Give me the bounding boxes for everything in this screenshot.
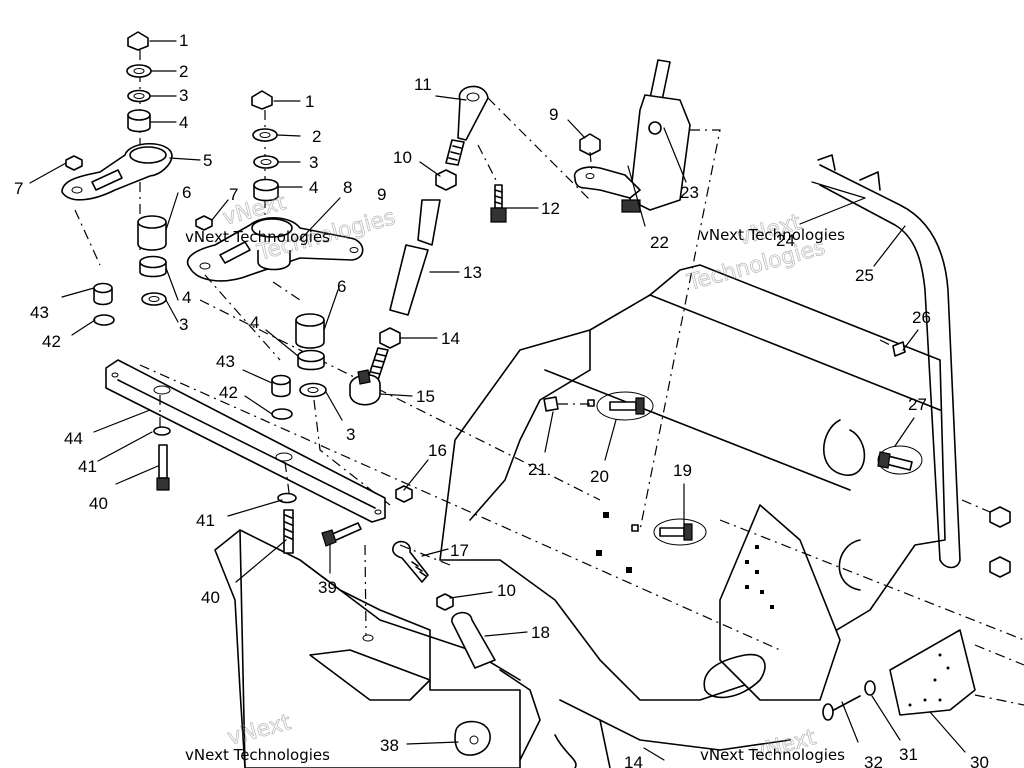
callout-2: 2 <box>179 62 188 81</box>
watermark: vNext Technologies <box>700 226 845 244</box>
steering-post-tube <box>817 154 961 569</box>
callout-8: 8 <box>343 178 352 197</box>
callout-24: 24 <box>776 231 795 250</box>
callout-14: 14 <box>441 329 460 348</box>
leader-lines <box>29 40 966 761</box>
callout-11: 11 <box>414 75 432 94</box>
callout-12: 12 <box>541 199 560 218</box>
chassis-frame <box>139 264 1024 768</box>
callout-3: 3 <box>179 315 188 334</box>
callout-6: 6 <box>337 277 346 296</box>
callout-13: 13 <box>463 263 482 282</box>
callout-23: 23 <box>680 183 699 202</box>
callout-40: 40 <box>201 588 220 607</box>
callout-27: 27 <box>908 395 927 414</box>
frame-holes <box>596 512 774 609</box>
callout-16: 16 <box>428 441 447 460</box>
callout-41: 41 <box>78 457 97 476</box>
callout-32: 32 <box>864 753 883 768</box>
callout-2: 2 <box>312 127 321 146</box>
steering-column-bracket <box>573 59 721 531</box>
tie-rod-assembly <box>349 85 591 406</box>
callout-43: 43 <box>216 352 235 371</box>
callout-26: 26 <box>912 308 931 327</box>
callout-6: 6 <box>182 183 191 202</box>
callout-41: 41 <box>196 511 215 530</box>
callout-44: 44 <box>64 429 83 448</box>
pitman-arm-stack-right <box>186 90 391 506</box>
callout-30: 30 <box>970 753 989 768</box>
watermark: vNext Technologies <box>185 228 330 246</box>
side-bracket <box>822 629 1024 721</box>
callout-1: 1 <box>179 31 188 50</box>
callout-3: 3 <box>309 153 318 172</box>
callout-18: 18 <box>531 623 550 642</box>
callout-20: 20 <box>590 467 609 486</box>
callout-40: 40 <box>89 494 108 513</box>
callout-7: 7 <box>14 179 23 198</box>
watermark: vNext Technologies <box>700 746 845 764</box>
callout-4: 4 <box>309 178 318 197</box>
bolt-assembly-left <box>153 426 374 642</box>
callout-7: 7 <box>229 185 238 204</box>
callout-4: 4 <box>182 288 191 307</box>
callout-42: 42 <box>219 383 238 402</box>
callout-10: 10 <box>497 581 516 600</box>
callout-9: 9 <box>549 105 558 124</box>
callout-14: 14 <box>624 753 643 768</box>
callout-39: 39 <box>318 578 337 597</box>
callout-5: 5 <box>203 151 212 170</box>
callout-4: 4 <box>250 313 259 332</box>
callout-3: 3 <box>346 425 355 444</box>
watermark: vNext Technologies <box>185 746 330 764</box>
callout-1: 1 <box>305 92 314 111</box>
callout-10: 10 <box>393 148 412 167</box>
callout-22: 22 <box>650 233 669 252</box>
callout-4: 4 <box>179 113 188 132</box>
steering-bar <box>105 359 386 523</box>
callout-17: 17 <box>450 541 469 560</box>
callout-21: 21 <box>528 460 547 479</box>
callout-43: 43 <box>30 303 49 322</box>
callout-25: 25 <box>855 266 874 285</box>
callout-9: 9 <box>377 185 386 204</box>
callout-15: 15 <box>416 387 435 406</box>
callout-38: 38 <box>380 736 399 755</box>
pitman-arm-stack-left <box>61 31 173 326</box>
callout-31: 31 <box>899 745 918 764</box>
callout-19: 19 <box>673 461 692 480</box>
callout-labels: 1 2 3 4 5 7 6 4 3 43 42 1 2 3 4 7 8 6 4 … <box>14 31 989 768</box>
callout-3: 3 <box>179 86 188 105</box>
callout-42: 42 <box>42 332 61 351</box>
